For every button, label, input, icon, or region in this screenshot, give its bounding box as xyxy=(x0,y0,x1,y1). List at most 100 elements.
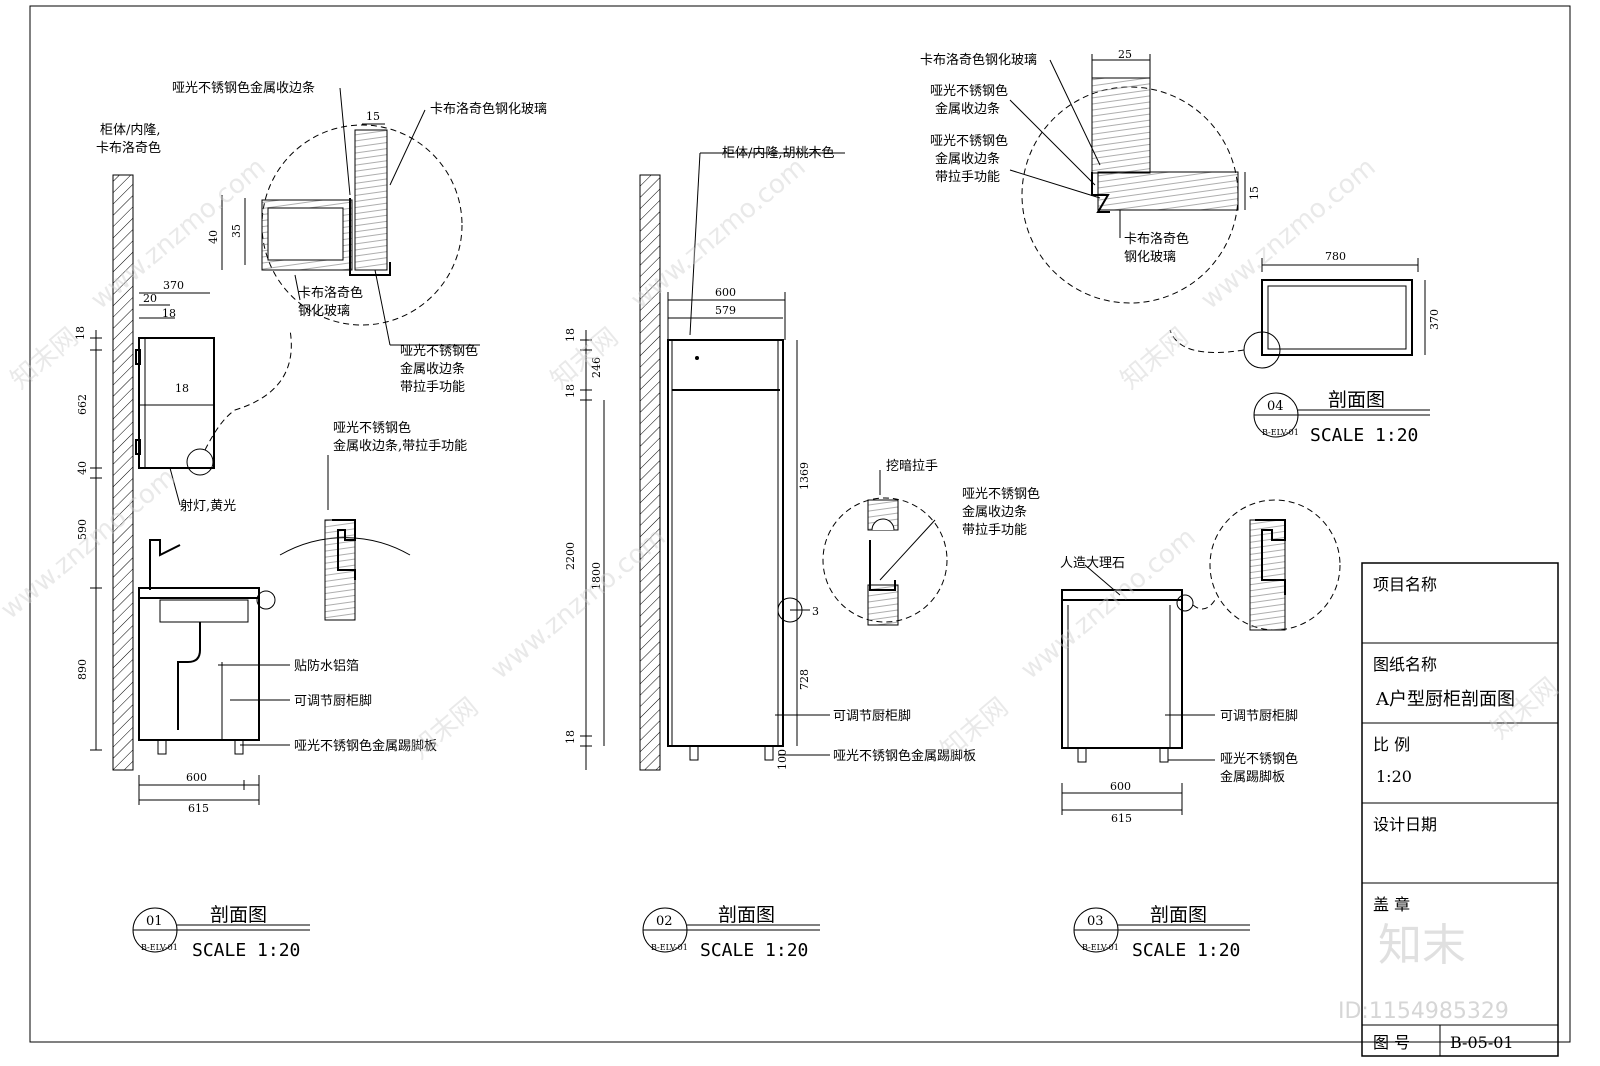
sink-basin xyxy=(159,599,249,623)
dim-18-b: 18 xyxy=(564,384,577,398)
label-leg: 可调节厨柜脚 xyxy=(294,693,372,709)
dim-780: 780 xyxy=(1325,250,1346,263)
drain-pipe xyxy=(177,622,201,730)
section-01: 18 662 40 590 890 600 615 370 20 18 18 4… xyxy=(74,80,547,961)
faucet xyxy=(149,539,181,590)
label-trim-3: 带拉手功能 xyxy=(962,523,1027,538)
date-label: 设计日期 xyxy=(1373,815,1437,834)
dim-40: 40 xyxy=(76,461,89,475)
section-03-scale: SCALE 1:20 xyxy=(1132,940,1240,961)
dim-728: 728 xyxy=(798,669,811,690)
watermark-brand: 知末网 xyxy=(545,322,624,395)
tall-cabinet xyxy=(667,339,784,747)
label-trim-1: 哑光不锈钢色 xyxy=(962,486,1040,502)
dim-600: 600 xyxy=(186,771,207,784)
project-name-label: 项目名称 xyxy=(1373,575,1437,594)
section-02-title: 剖面图 xyxy=(718,904,775,926)
label-trim-pull-3: 带拉手功能 xyxy=(935,170,1000,185)
section-03-number: 03 xyxy=(1087,914,1104,929)
label-glass-bottom-2: 钢化玻璃 xyxy=(298,304,350,319)
upper-cabinet xyxy=(138,337,215,469)
dim-18-a: 18 xyxy=(564,328,577,342)
dim-600: 600 xyxy=(715,286,736,299)
label-trim-pull-1: 哑光不锈钢色 xyxy=(400,343,478,359)
dim-590: 590 xyxy=(76,519,89,540)
section-02-ref: B-ELV-01 xyxy=(651,943,688,952)
section-04-title: 剖面图 xyxy=(1328,389,1385,411)
glass-panel-section xyxy=(354,129,388,271)
dim-40-detail: 40 xyxy=(207,230,220,244)
label-trim-2: 金属收边条 xyxy=(962,504,1027,520)
section-02-scale: SCALE 1:20 xyxy=(700,940,808,961)
label-top-trim: 哑光不锈钢色金属收边条 xyxy=(172,80,315,96)
label-glass-top: 卡布洛奇色钢化玻璃 xyxy=(920,52,1037,68)
dim-100: 100 xyxy=(776,749,789,770)
drawing-no-value: B-05-01 xyxy=(1450,1033,1514,1052)
section-02-number: 02 xyxy=(656,914,673,929)
label-trim-c-2: 金属收边条,带拉手功能 xyxy=(333,438,467,454)
section-04-ref: B-ELV-01 xyxy=(1262,428,1299,437)
label-kick: 哑光不锈钢色金属踢脚板 xyxy=(833,748,976,764)
label-glass-bottom-1: 卡布洛奇色 xyxy=(298,285,363,301)
wall-hatch xyxy=(112,174,134,771)
base-cabinet xyxy=(138,597,260,741)
label-kick-2: 金属踢脚板 xyxy=(1220,769,1285,785)
section-04-scale: SCALE 1:20 xyxy=(1310,425,1418,446)
detail-callout-circle xyxy=(186,448,214,476)
dim-1800: 1800 xyxy=(590,562,603,590)
label-trim-c-1: 哑光不锈钢色 xyxy=(333,420,411,436)
section-03-ref: B-ELV-01 xyxy=(1082,943,1119,952)
sheet-border xyxy=(29,5,1571,1043)
label-glass: 卡布洛奇色钢化玻璃 xyxy=(430,101,547,117)
dim-15-detail: 15 xyxy=(366,110,380,123)
label-kick-1: 哑光不锈钢色 xyxy=(1220,751,1298,767)
label-body: 柜体/内隆,胡桃木色 xyxy=(722,145,835,161)
dim-579: 579 xyxy=(715,304,736,317)
dim-15: 15 xyxy=(1248,186,1261,200)
dim-20: 20 xyxy=(143,292,157,305)
section-01-ref: B-ELV-01 xyxy=(141,943,178,952)
scale-value: 1:20 xyxy=(1376,767,1412,786)
label-leg: 可调节厨柜脚 xyxy=(833,708,911,724)
scale-label: 比 例 xyxy=(1373,735,1410,754)
dim-246: 246 xyxy=(590,357,603,378)
dim-18-c: 18 xyxy=(564,730,577,744)
detail-bubble xyxy=(822,497,948,623)
dim-600: 600 xyxy=(1110,780,1131,793)
watermark-site: www.znzmo.com xyxy=(1015,522,1201,685)
section-01-title: 剖面图 xyxy=(210,904,267,926)
watermark-brand: 知末网 xyxy=(1115,322,1194,395)
watermark-logo: 知末 xyxy=(1378,920,1466,971)
stamp-label: 盖 章 xyxy=(1373,895,1410,914)
label-foil: 贴防水铝箔 xyxy=(294,658,359,674)
wall-hatch xyxy=(639,174,661,771)
dim-18: 18 xyxy=(162,307,176,320)
drawing-no-label: 图 号 xyxy=(1373,1033,1410,1052)
dim-662: 662 xyxy=(76,394,89,415)
dim-1369: 1369 xyxy=(798,462,811,490)
dim-3: 3 xyxy=(812,605,819,618)
label-cabinet-body-2: 卡布洛奇色 xyxy=(96,140,161,156)
label-trim-pull-2: 金属收边条 xyxy=(935,151,1000,167)
watermark-id: ID:1154985329 xyxy=(1338,999,1509,1024)
dim-18-shelf: 18 xyxy=(175,382,189,395)
watermark-brand: 知末网 xyxy=(5,322,84,395)
base-cabinet xyxy=(1061,599,1183,749)
label-trim-pull-3: 带拉手功能 xyxy=(400,380,465,395)
section-02: 18 246 18 2200 1800 18 600 579 1369 728 … xyxy=(564,145,1040,961)
dim-370: 370 xyxy=(163,279,184,292)
title-block: 项目名称 图纸名称 A户型厨柜剖面图 比 例 1:20 设计日期 盖 章 图 号… xyxy=(1361,562,1559,1057)
label-handle: 挖暗拉手 xyxy=(886,459,938,474)
dim-615: 615 xyxy=(188,802,209,815)
dim-35-detail: 35 xyxy=(230,224,243,238)
watermark-site: www.znzmo.com xyxy=(0,462,182,625)
section-01-scale: SCALE 1:20 xyxy=(192,940,300,961)
label-glass-bottom-1: 卡布洛奇色 xyxy=(1124,231,1189,247)
label-spotlight: 射灯,黄光 xyxy=(180,498,236,514)
label-cabinet-body-1: 柜体/内隆, xyxy=(100,122,161,138)
section-03: 600 615 人造大理石 可调节厨柜脚 哑光不锈钢色 金属踢脚板 03 B-E… xyxy=(1060,499,1341,961)
label-trim-1: 哑光不锈钢色 xyxy=(930,83,1008,99)
section-04-number: 04 xyxy=(1267,399,1284,414)
dim-370: 370 xyxy=(1428,309,1441,330)
